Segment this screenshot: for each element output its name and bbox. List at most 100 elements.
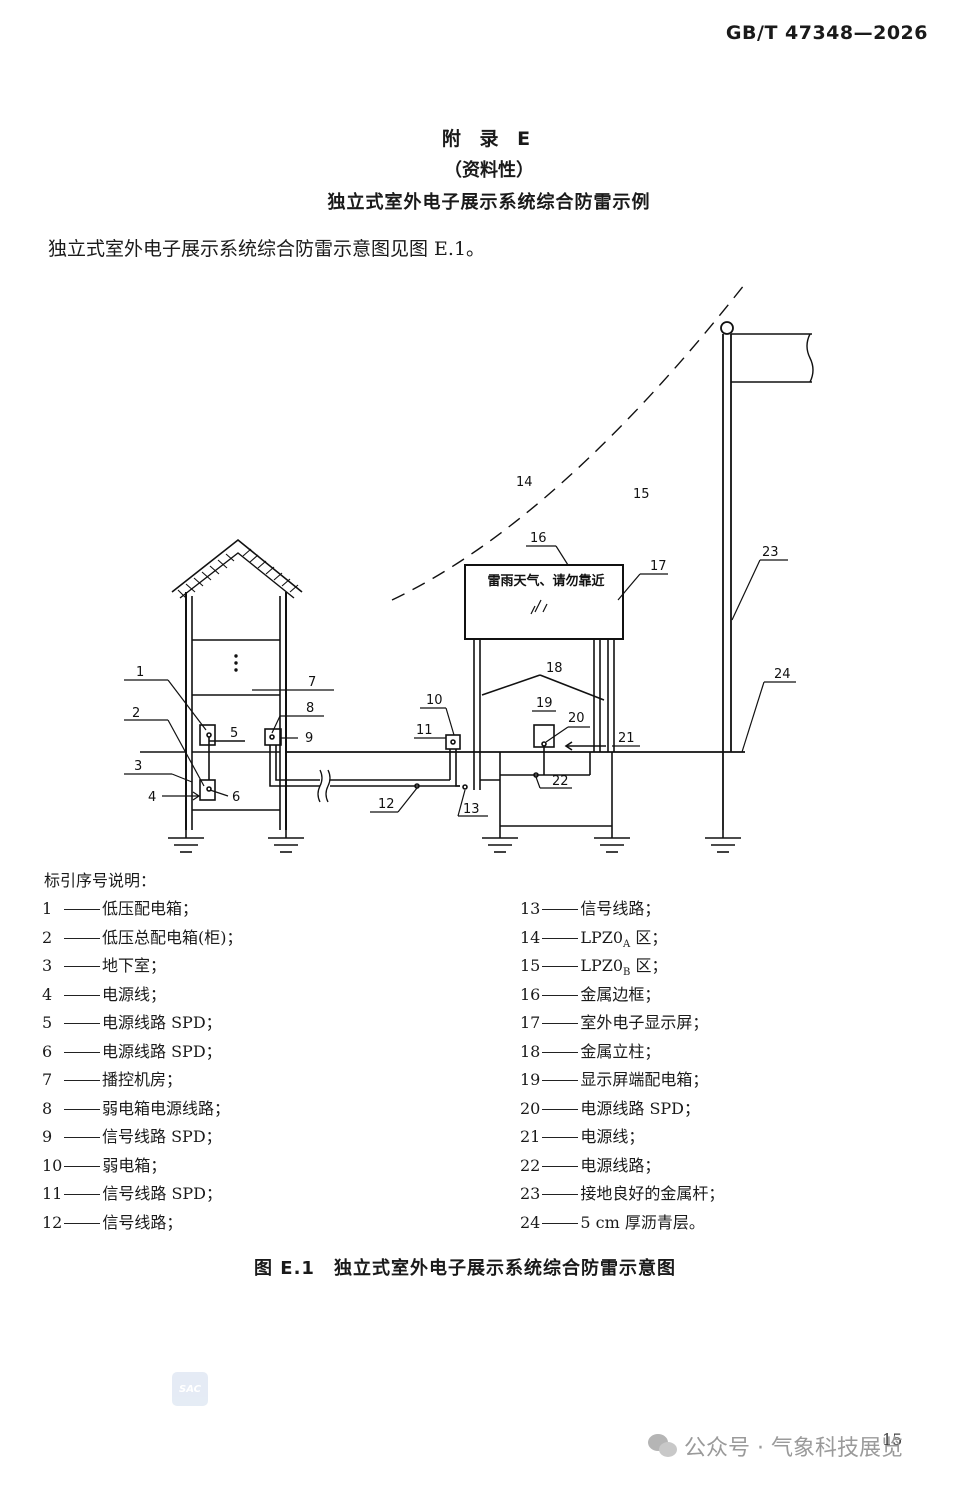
legend-item-text: 信号线路； bbox=[102, 1212, 183, 1232]
legend-item-text: 室外电子显示屏； bbox=[580, 1013, 709, 1032]
appendix-nature: （资料性） bbox=[444, 160, 534, 181]
callout-12: 12 bbox=[378, 797, 395, 812]
legend-item-number: 15 bbox=[520, 956, 541, 975]
callout-2: 2 bbox=[132, 706, 140, 721]
legend-item-number: 16 bbox=[520, 984, 541, 1004]
figure-caption: 图 E.1 独立式室外电子展示系统综合防雷示意图 bbox=[254, 1258, 676, 1279]
legend-dash bbox=[64, 1023, 100, 1024]
legend-item-number: 11 bbox=[42, 1184, 63, 1203]
legend-dash bbox=[64, 937, 100, 939]
legend-item-text: 接地良好的金属杆； bbox=[580, 1184, 725, 1203]
legend-dash bbox=[64, 1137, 100, 1138]
legend-dash bbox=[542, 1222, 579, 1224]
legend-dash bbox=[64, 1108, 100, 1110]
legend-dash bbox=[542, 1051, 579, 1053]
legend-item-text: 金属边框； bbox=[580, 984, 661, 1004]
legend-dash bbox=[64, 1080, 100, 1081]
callout-9: 9 bbox=[305, 731, 313, 746]
legend-item-number: 3 bbox=[42, 956, 53, 975]
legend-dash bbox=[542, 1080, 579, 1081]
legend-item-number: 23 bbox=[520, 1184, 541, 1203]
legend-dash bbox=[542, 1108, 579, 1110]
watermark: 公众号 · 气象科技展览 bbox=[648, 1430, 903, 1462]
legend-item: 19 显示屏端配电箱； bbox=[520, 1066, 724, 1095]
legend-item: 24 5 cm 厚沥青层。 bbox=[520, 1209, 724, 1238]
legend-item-text: 播控机房； bbox=[102, 1070, 183, 1089]
legend-item-text: 显示屏端配电箱； bbox=[580, 1070, 709, 1089]
legend-item-text: 信号线路； bbox=[580, 899, 661, 918]
callout-24: 24 bbox=[774, 667, 791, 682]
legend-item-number: 5 bbox=[42, 1013, 53, 1032]
legend-item-number: 6 bbox=[42, 1041, 53, 1061]
legend-item: 5 电源线路 SPD； bbox=[42, 1009, 243, 1038]
legend-dash bbox=[542, 1165, 579, 1167]
callout-10: 10 bbox=[426, 693, 443, 708]
legend-item-text: 电源线路 SPD； bbox=[102, 1041, 222, 1061]
legend-item-text: 5 cm 厚沥青层。 bbox=[580, 1212, 705, 1232]
legend-item-text: 地下室； bbox=[102, 956, 167, 975]
legend-item-text: 电源线路 SPD； bbox=[580, 1098, 701, 1118]
control-room-building bbox=[140, 538, 320, 830]
legend-item: 3 地下室； bbox=[42, 952, 243, 981]
display-screen-structure bbox=[464, 564, 624, 830]
legend-dash bbox=[542, 909, 579, 910]
legend-item-text: LPZ0 bbox=[580, 956, 624, 975]
legend-item: 23 接地良好的金属杆； bbox=[520, 1180, 724, 1209]
legend-item-text: 金属立柱； bbox=[580, 1041, 661, 1061]
legend-dash bbox=[542, 966, 579, 967]
legend-item-number: 14 bbox=[520, 927, 541, 947]
callout-numbers: 1 2 3 4 5 6 7 8 9 10 11 12 13 14 15 16 1… bbox=[132, 475, 791, 817]
callout-22: 22 bbox=[552, 774, 569, 789]
legend-item-text: 低压总配电箱(柜)； bbox=[102, 927, 243, 947]
watermark-text: 公众号 · 气象科技展览 bbox=[684, 1436, 903, 1461]
sign-warning-text: 雷雨天气、请勿靠近 bbox=[487, 573, 604, 589]
legend-item-text: 电源线路 SPD； bbox=[102, 1013, 222, 1032]
legend-item-suffix: 区； bbox=[630, 956, 668, 975]
legend-dash bbox=[64, 1051, 100, 1053]
legend-item-text: 电源线； bbox=[580, 1127, 645, 1146]
legend-item-text: LPZ0 bbox=[580, 927, 624, 947]
legend-item-number: 19 bbox=[520, 1070, 541, 1089]
legend-item-number: 24 bbox=[520, 1212, 541, 1232]
legend-item-number: 8 bbox=[42, 1098, 53, 1118]
legend-item-text: 低压配电箱； bbox=[102, 899, 199, 918]
legend-item-text: 弱电箱； bbox=[102, 1155, 167, 1175]
legend-item: 17 室外电子显示屏； bbox=[520, 1009, 724, 1038]
legend-item: 6 电源线路 SPD； bbox=[42, 1038, 243, 1067]
grounding-symbols bbox=[168, 830, 741, 853]
callout-19: 19 bbox=[536, 696, 553, 711]
legend-dash bbox=[64, 1222, 101, 1224]
legend-dash bbox=[542, 1194, 579, 1195]
callout-21: 21 bbox=[618, 731, 635, 746]
legend-dash bbox=[64, 1194, 101, 1195]
legend-item: 2 低压总配电箱(柜)； bbox=[42, 924, 243, 953]
callout-18: 18 bbox=[546, 661, 563, 676]
page-number: 15 bbox=[882, 1430, 903, 1449]
lightning-protection-diagram: 雷雨天气、请勿靠近 1 2 3 4 5 6 7 8 9 10 11 12 13 … bbox=[124, 279, 814, 853]
legend-dash bbox=[542, 1137, 579, 1138]
legend-item-number: 20 bbox=[520, 1098, 541, 1118]
legend-item-number: 2 bbox=[42, 927, 53, 947]
legend-item: 16 金属边框； bbox=[520, 981, 724, 1010]
callout-11: 11 bbox=[416, 723, 433, 738]
intro-paragraph: 独立式室外电子展示系统综合防雷示意图见图 E.1。 bbox=[48, 238, 486, 260]
appendix-main-title: 独立式室外电子展示系统综合防雷示例 bbox=[327, 192, 651, 213]
legend-dash bbox=[542, 994, 579, 996]
legend-item-number: 17 bbox=[520, 1013, 541, 1032]
legend-dash bbox=[542, 1023, 579, 1024]
callout-7: 7 bbox=[308, 675, 316, 690]
callout-16: 16 bbox=[530, 531, 547, 546]
